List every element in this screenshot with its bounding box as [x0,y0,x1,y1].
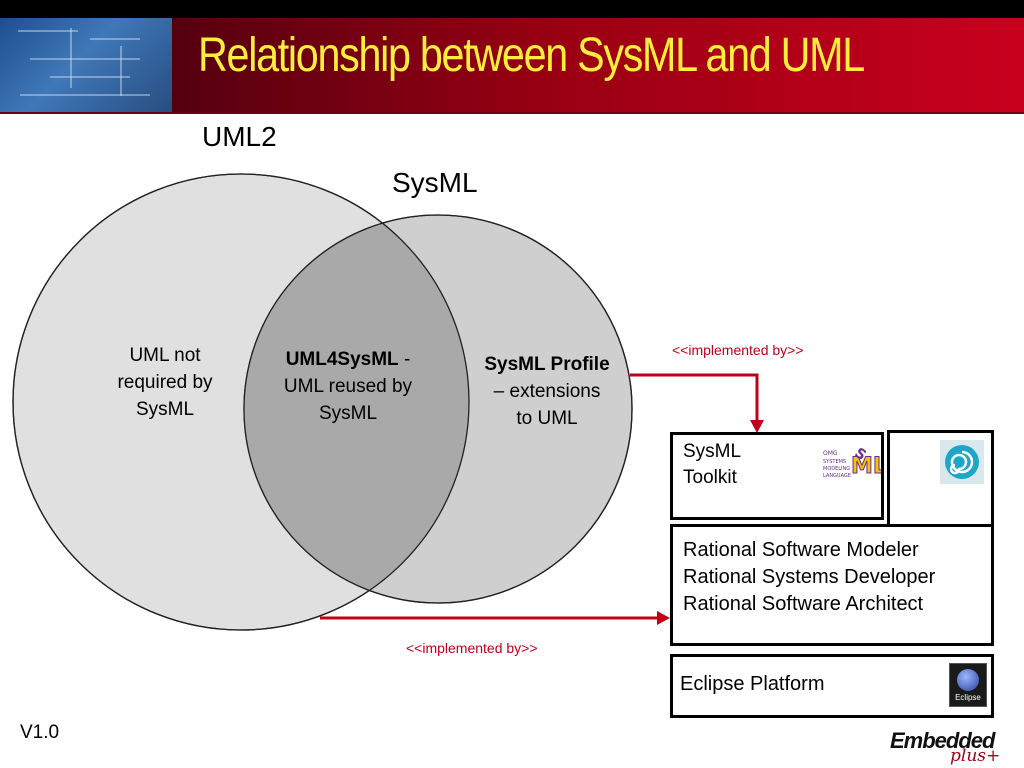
overlap-region [244,215,469,603]
bottom-arrowhead [657,611,670,625]
rational-software-architect: Rational Software Architect [683,593,924,615]
svg-text:OMG: OMG [823,450,838,457]
slide-title: Relationship between SysML and UML [198,29,865,82]
svg-text:MODELING: MODELING [823,466,850,472]
sysml-label: SysML [392,167,478,198]
rational-tools-list: Rational Software Modeler Rational Syste… [683,537,935,618]
top-black-bar [0,0,1024,18]
sysml-logo-icon: OMG SYSTEMS MODELING LANGUAGE ML S [823,445,881,479]
sysml-toolkit-box: SysML Toolkit OMG SYSTEMS MODELING LANGU… [670,432,884,520]
svg-text:SYSTEMS: SYSTEMS [823,459,846,465]
top-arrowhead [750,420,764,433]
rational-tools-back-box [887,430,994,530]
rational-tools-box: Rational Software Modeler Rational Syste… [670,524,994,646]
eclipse-platform-box: Eclipse Platform Eclipse [670,654,994,718]
sysml-profile-region-text: SysML Profile – extensions to UML [484,354,610,429]
uml-only-region-text: UML not required by SysML [117,345,213,420]
rational-software-modeler: Rational Software Modeler [683,539,919,561]
slide-header: Relationship between SysML and UML [0,18,1024,112]
header-divider [0,112,1024,114]
toolkit-label: SysML Toolkit [683,441,742,488]
top-implemented-by-label: <<implemented by>> [672,342,804,358]
uml4sysml-region-text: UML4SysML - UML reused by SysML [283,349,413,424]
uml2-label: UML2 [202,121,277,152]
header-diagram-image [0,18,172,112]
rational-systems-developer: Rational Systems Developer [683,566,936,588]
top-implemented-connector [630,373,759,422]
eclipse-icon-caption: Eclipse [955,693,981,702]
svg-text:ML: ML [851,454,881,479]
bottom-implemented-by-label: <<implemented by>> [406,640,538,656]
version-label: V1.0 [20,722,60,743]
rational-swirl-icon [940,440,984,484]
svg-text:LANGUAGE: LANGUAGE [823,473,851,479]
eclipse-icon: Eclipse [949,663,987,707]
embedded-plus-logo: Embedded plus+ [890,728,1001,766]
eclipse-platform-label: Eclipse Platform [680,673,825,695]
